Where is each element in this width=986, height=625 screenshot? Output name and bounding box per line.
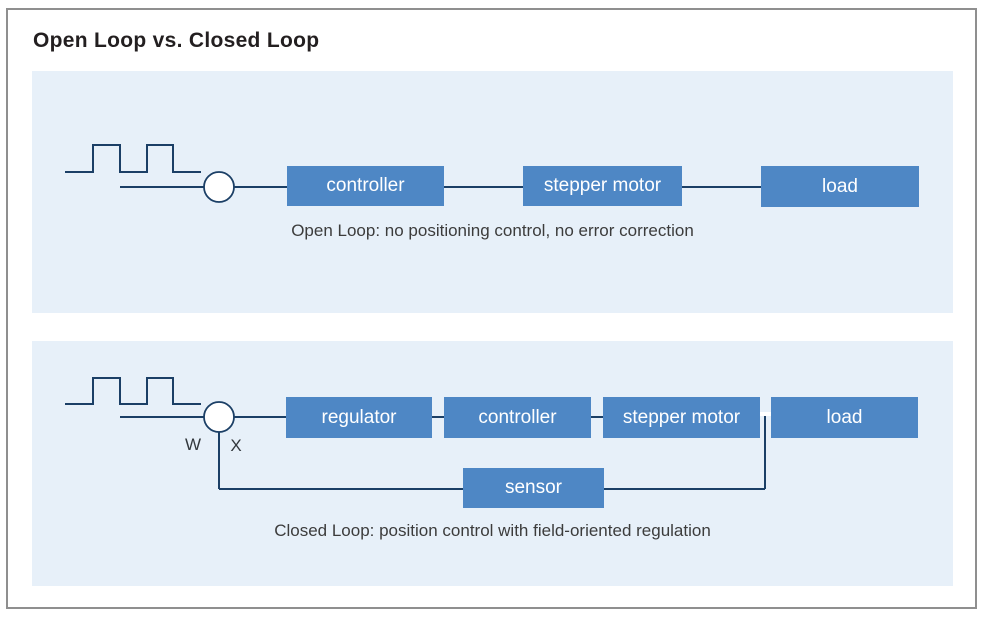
actual-value-label-x: X — [230, 436, 242, 455]
block-load: load — [761, 166, 919, 207]
block-regulator: regulator — [286, 397, 432, 438]
block-stepper-motor: stepper motor — [603, 397, 760, 438]
closed-loop-caption: Closed Loop: position control with field… — [274, 521, 711, 540]
summing-junction-icon — [203, 401, 235, 433]
open-loop-diagram-lines — [65, 144, 761, 203]
open-loop-panel: controller stepper motor load Open Loop:… — [32, 71, 953, 313]
block-controller: controller — [444, 397, 591, 438]
pulse-signal-icon — [65, 377, 201, 405]
block-sensor: sensor — [463, 468, 604, 508]
block-stepper-motor: stepper motor — [523, 166, 682, 206]
pulse-signal-icon — [65, 144, 201, 173]
open-loop-caption: Open Loop: no positioning control, no er… — [291, 221, 694, 240]
block-load: load — [771, 397, 918, 438]
setpoint-label-w: W — [184, 435, 202, 454]
closed-loop-diagram-lines — [65, 377, 772, 490]
summing-junction-icon — [203, 171, 235, 203]
figure-frame-border — [6, 8, 977, 609]
block-controller: controller — [287, 166, 444, 206]
figure-title: Open Loop vs. Closed Loop — [33, 29, 320, 52]
closed-loop-panel: regulator controller stepper motor load … — [32, 341, 953, 586]
